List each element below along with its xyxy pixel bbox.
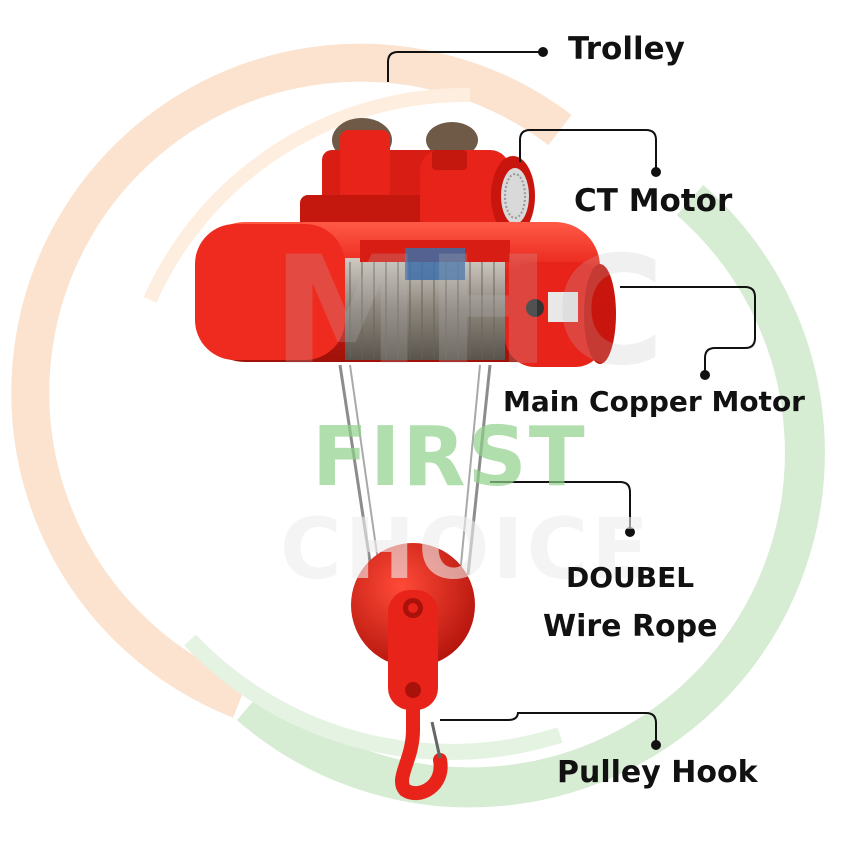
label-wire-rope-line2: Wire Rope <box>543 609 718 644</box>
background-ring-orange <box>11 43 572 718</box>
hoist-drum-body <box>195 222 600 362</box>
label-pulley-hook: Pulley Hook <box>557 755 758 790</box>
wire-rope <box>338 364 492 576</box>
ct-motor <box>420 150 535 240</box>
leader-dots <box>538 47 710 750</box>
pulley-hook <box>395 698 448 801</box>
label-main-copper-motor: Main Copper Motor <box>503 385 805 418</box>
label-trolley: Trolley <box>568 31 685 67</box>
main-copper-motor <box>505 262 616 367</box>
leader-lines <box>387 51 756 745</box>
label-ct-motor: CT Motor <box>574 183 733 219</box>
label-wire-rope-line1: DOUBEL <box>566 561 695 594</box>
pulley-block <box>351 543 475 710</box>
